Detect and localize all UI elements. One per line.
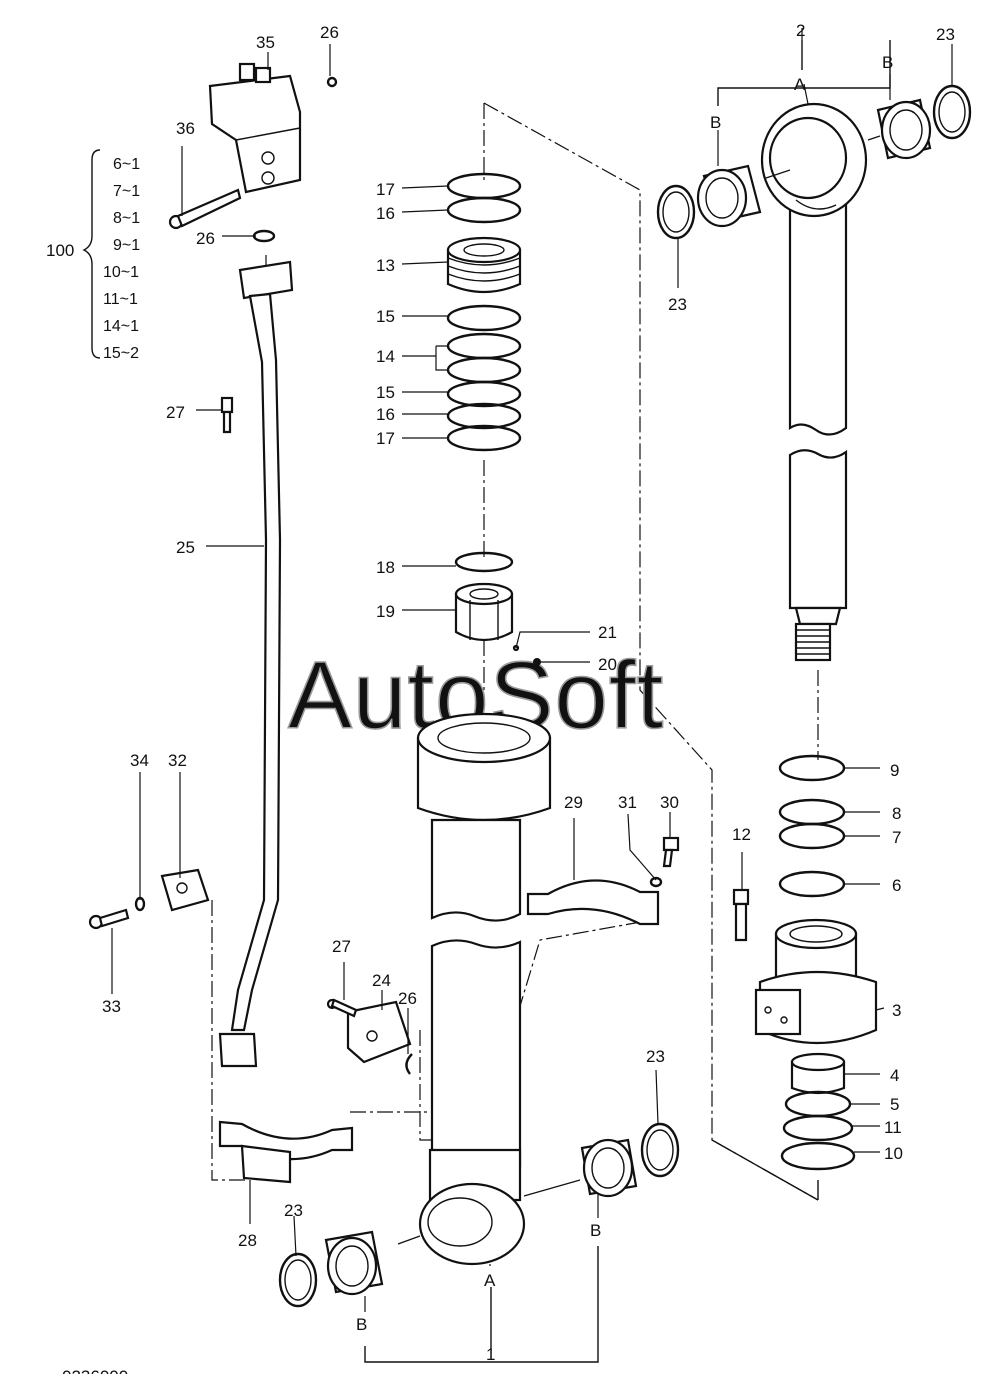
part-label-7: 7 xyxy=(892,828,901,847)
part-label-31: 31 xyxy=(618,793,637,812)
kit-entry: 10~1 xyxy=(103,264,139,281)
piston-and-seals xyxy=(446,172,541,666)
part-label-1: 1 xyxy=(486,1345,495,1364)
part-label-6: 6 xyxy=(892,876,901,895)
part-label-16: 16 xyxy=(376,405,395,424)
part-label-34: 34 xyxy=(130,751,149,770)
part-label-3: 3 xyxy=(892,1001,901,1020)
part-label-30: 30 xyxy=(660,793,679,812)
kit-number: 100 xyxy=(46,241,74,260)
part-label-12: 12 xyxy=(732,825,751,844)
ref-a-tube: A xyxy=(484,1271,496,1290)
dust-seal-23-tube-right xyxy=(640,1122,680,1178)
part-label-16: 16 xyxy=(376,204,395,223)
ref-b-rod-left: B xyxy=(710,113,721,132)
part-label-18: 18 xyxy=(376,558,395,577)
part-label-23: 23 xyxy=(284,1201,303,1220)
bolt-27-block xyxy=(326,998,358,1018)
part-label-26: 26 xyxy=(320,23,339,42)
kit-entry: 9~1 xyxy=(113,237,140,254)
ref-a-rod: A xyxy=(794,75,806,94)
part-label-17: 17 xyxy=(376,180,395,199)
cylinder-tube xyxy=(416,712,552,1266)
part-label-9: 9 xyxy=(890,761,899,780)
part-label-23: 23 xyxy=(668,295,687,314)
kit-entry: 8~1 xyxy=(113,210,140,227)
bolt-12 xyxy=(732,888,750,942)
part-label-27: 27 xyxy=(166,403,185,422)
part-label-32: 32 xyxy=(168,751,187,770)
part-label-27: 27 xyxy=(332,937,351,956)
seal-kit-list: 100 6~1 7~1 8~1 9~1 10~1 11~1 14~1 15~2 xyxy=(46,156,140,362)
pipe-25 xyxy=(218,260,294,1068)
dust-seal-23-tube-left xyxy=(278,1252,318,1308)
part-label-10: 10 xyxy=(884,1144,903,1163)
block-24 xyxy=(346,1000,412,1064)
tube-bushing-left xyxy=(324,1230,384,1296)
o-ring-26-valve xyxy=(326,76,338,88)
assembly-guide-lines xyxy=(211,40,891,1363)
o-ring-26-top xyxy=(252,229,276,243)
part-label-26: 26 xyxy=(398,989,417,1008)
part-label-36: 36 xyxy=(176,119,195,138)
part-label-24: 24 xyxy=(372,971,391,990)
kit-entry: 11~1 xyxy=(103,291,138,308)
clamp-28 xyxy=(218,1120,354,1184)
part-label-8: 8 xyxy=(892,804,901,823)
o-ring-26-block xyxy=(405,1053,413,1075)
part-label-2: 2 xyxy=(796,21,805,40)
part-labels: 35 26 36 26 27 25 17 16 13 15 14 15 16 1… xyxy=(102,21,955,1364)
reference-letters: A B B A B B xyxy=(356,53,893,1334)
leader-lines xyxy=(82,28,953,1312)
rod-bushing-left xyxy=(696,164,762,228)
part-label-11: 11 xyxy=(884,1118,902,1137)
block-32 xyxy=(160,868,210,912)
kit-entry: 6~1 xyxy=(113,156,140,173)
piston-rod xyxy=(760,102,868,662)
part-label-29: 29 xyxy=(564,793,583,812)
ref-b-tube-left: B xyxy=(356,1315,367,1334)
part-label-33: 33 xyxy=(102,997,121,1016)
ref-b-rod-right: B xyxy=(882,53,893,72)
bolt-36 xyxy=(168,188,242,230)
tube-bushing-right xyxy=(580,1138,638,1198)
figure-code: 0236000 xyxy=(62,1367,128,1374)
part-label-20: 20 xyxy=(598,655,617,674)
part-label-5: 5 xyxy=(890,1095,899,1114)
part-label-25: 25 xyxy=(176,538,195,557)
part-label-28: 28 xyxy=(238,1231,257,1250)
kit-entry: 15~2 xyxy=(103,345,139,362)
bolt-27-pipe xyxy=(220,396,234,434)
washer-31 xyxy=(649,876,663,888)
part-label-15: 15 xyxy=(376,383,395,402)
rod-bushing-right xyxy=(876,98,932,160)
cylinder-head xyxy=(754,754,878,1171)
part-label-17: 17 xyxy=(376,429,395,448)
part-label-23: 23 xyxy=(646,1047,665,1066)
part-label-26: 26 xyxy=(196,229,215,248)
valve-block-35 xyxy=(208,62,302,194)
bolt-30 xyxy=(662,836,680,868)
setscrew-20 xyxy=(533,658,541,666)
ref-b-tube-right: B xyxy=(590,1221,601,1240)
part-label-14: 14 xyxy=(376,347,395,366)
part-label-19: 19 xyxy=(376,602,395,621)
part-label-15: 15 xyxy=(376,307,395,326)
part-label-13: 13 xyxy=(376,256,395,275)
kit-entry: 7~1 xyxy=(113,183,140,200)
part-label-4: 4 xyxy=(890,1066,899,1085)
part-label-21: 21 xyxy=(598,623,617,642)
clamp-29 xyxy=(526,879,660,926)
part-label-23: 23 xyxy=(936,25,955,44)
dust-seal-23-rod-left xyxy=(656,184,696,240)
kit-entry: 14~1 xyxy=(103,318,139,335)
bolt-33 xyxy=(88,908,130,930)
part-label-35: 35 xyxy=(256,33,275,52)
